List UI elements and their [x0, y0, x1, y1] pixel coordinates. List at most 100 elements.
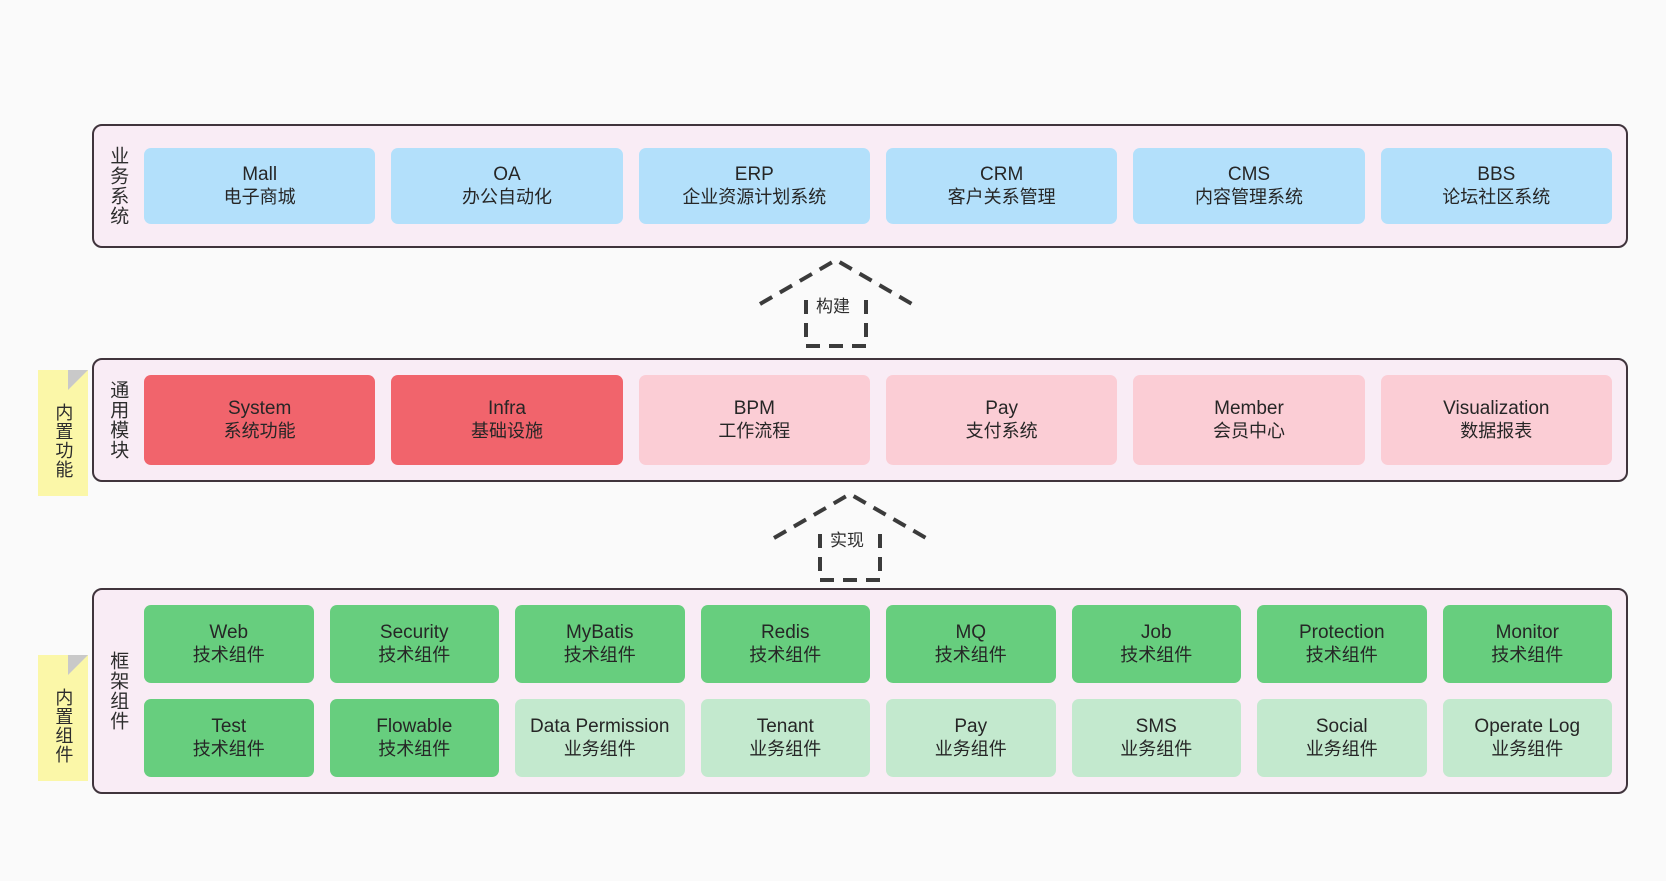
card-bbs[interactable]: BBS 论坛社区系统: [1380, 148, 1612, 224]
card-bpm[interactable]: BPM 工作流程: [638, 375, 870, 465]
card-subtitle: 技术组件: [192, 738, 265, 759]
sticky-note-label: 内置组件: [53, 688, 74, 764]
layer-common-modules: 通用模块 System 系统功能 Infra 基础设施 BPM 工作流程 Pay…: [92, 358, 1628, 482]
card-subtitle: 基础设施: [470, 420, 543, 441]
card-title: Social: [1315, 716, 1368, 738]
card-pay[interactable]: Pay 支付系统: [885, 375, 1118, 465]
card-title: Web: [209, 622, 249, 644]
card-subtitle: 技术组件: [1120, 644, 1193, 665]
card-subtitle: 业务组件: [934, 738, 1007, 759]
card-title: Pay: [985, 398, 1019, 420]
card-subtitle: 业务组件: [1120, 738, 1193, 759]
layer-common-modules-body: System 系统功能 Infra 基础设施 BPM 工作流程 Pay 支付系统…: [140, 360, 1626, 480]
card-oa[interactable]: OA 办公自动化: [391, 148, 623, 224]
card-subtitle: 技术组件: [749, 644, 822, 665]
card-title: SMS: [1135, 716, 1177, 738]
folded-corner-icon: [68, 655, 88, 675]
card-title: CRM: [980, 164, 1024, 186]
card-title: MQ: [955, 622, 987, 644]
card-protection[interactable]: Protection 技术组件: [1257, 605, 1427, 683]
card-title: Test: [211, 716, 247, 738]
card-row: System 系统功能 Infra 基础设施 BPM 工作流程 Pay 支付系统…: [144, 375, 1612, 465]
card-title: BPM: [733, 398, 775, 420]
card-web[interactable]: Web 技术组件: [144, 605, 314, 683]
card-title: Operate Log: [1474, 716, 1581, 738]
connector-build: 构建: [752, 256, 920, 348]
card-flowable[interactable]: Flowable 技术组件: [329, 699, 499, 777]
card-job[interactable]: Job 技术组件: [1071, 605, 1241, 683]
connector-implement: 实现: [766, 490, 934, 582]
layer-business-systems: 业务系统 Mall 电子商城 OA 办公自动化 ERP 企业资源计划系统 CRM…: [92, 124, 1628, 248]
card-subtitle: 业务组件: [1305, 738, 1378, 759]
card-visualization[interactable]: Visualization 数据报表: [1380, 375, 1612, 465]
card-monitor[interactable]: Monitor 技术组件: [1442, 605, 1612, 683]
card-title: Redis: [760, 622, 810, 644]
card-social[interactable]: Social 业务组件: [1257, 699, 1427, 777]
card-subtitle: 技术组件: [934, 644, 1007, 665]
card-pay-business[interactable]: Pay 业务组件: [886, 699, 1056, 777]
card-row-business: Test 技术组件 Flowable 技术组件 Data Permission …: [144, 699, 1612, 777]
layer-framework-components-label: 框架组件: [107, 651, 129, 731]
card-mall[interactable]: Mall 电子商城: [144, 148, 376, 224]
card-subtitle: 工作流程: [718, 420, 791, 441]
card-title: Mall: [242, 164, 278, 186]
card-sms[interactable]: SMS 业务组件: [1071, 699, 1241, 777]
card-security[interactable]: Security 技术组件: [329, 605, 499, 683]
card-subtitle: 业务组件: [563, 738, 636, 759]
card-row: Mall 电子商城 OA 办公自动化 ERP 企业资源计划系统 CRM 客户关系…: [144, 148, 1612, 224]
card-title: OA: [493, 164, 521, 186]
card-crm[interactable]: CRM 客户关系管理: [885, 148, 1118, 224]
layer-business-systems-body: Mall 电子商城 OA 办公自动化 ERP 企业资源计划系统 CRM 客户关系…: [140, 126, 1626, 246]
card-title: ERP: [734, 164, 774, 186]
card-test[interactable]: Test 技术组件: [144, 699, 314, 777]
connector-implement-label: 实现: [828, 526, 866, 551]
card-title: Job: [1140, 622, 1172, 644]
card-subtitle: 业务组件: [1491, 738, 1564, 759]
sticky-note-label: 内置功能: [53, 403, 74, 479]
card-title: Monitor: [1495, 622, 1559, 644]
card-subtitle: 技术组件: [563, 644, 636, 665]
card-erp[interactable]: ERP 企业资源计划系统: [638, 148, 870, 224]
card-redis[interactable]: Redis 技术组件: [700, 605, 870, 683]
card-infra[interactable]: Infra 基础设施: [391, 375, 623, 465]
card-mybatis[interactable]: MyBatis 技术组件: [515, 605, 685, 683]
card-mq[interactable]: MQ 技术组件: [886, 605, 1056, 683]
generalization-arrow-icon: [758, 257, 914, 348]
card-cms[interactable]: CMS 内容管理系统: [1133, 148, 1365, 224]
connector-build-label: 构建: [814, 292, 852, 317]
card-title: Infra: [487, 398, 526, 420]
folded-corner-icon: [68, 370, 88, 390]
card-subtitle: 数据报表: [1460, 420, 1533, 441]
generalization-arrow-icon: [772, 491, 928, 582]
card-tenant[interactable]: Tenant 业务组件: [700, 699, 870, 777]
card-title: Tenant: [756, 716, 814, 738]
card-title: Member: [1214, 398, 1284, 420]
card-subtitle: 技术组件: [378, 738, 451, 759]
card-data-permission[interactable]: Data Permission 业务组件: [515, 699, 685, 777]
card-subtitle: 业务组件: [749, 738, 822, 759]
card-subtitle: 技术组件: [1305, 644, 1378, 665]
card-title: Pay: [954, 716, 988, 738]
card-title: MyBatis: [565, 622, 634, 644]
layer-common-modules-label: 通用模块: [107, 380, 129, 460]
card-subtitle: 技术组件: [1491, 644, 1564, 665]
card-subtitle: 技术组件: [192, 644, 265, 665]
card-subtitle: 论坛社区系统: [1442, 186, 1551, 207]
card-title: Security: [379, 622, 449, 644]
sticky-note-builtin-function: 内置功能: [38, 370, 88, 496]
card-subtitle: 支付系统: [965, 420, 1038, 441]
sticky-note-builtin-component: 内置组件: [38, 655, 88, 781]
card-system[interactable]: System 系统功能: [144, 375, 376, 465]
layer-framework-components: 框架组件 Web 技术组件 Security 技术组件 MyBatis 技术组件…: [92, 588, 1628, 794]
card-member[interactable]: Member 会员中心: [1133, 375, 1365, 465]
layer-framework-components-body: Web 技术组件 Security 技术组件 MyBatis 技术组件 Redi…: [140, 590, 1626, 792]
card-subtitle: 会员中心: [1212, 420, 1285, 441]
card-subtitle: 办公自动化: [461, 186, 552, 207]
layer-business-systems-label: 业务系统: [107, 146, 129, 226]
card-title: Flowable: [376, 716, 453, 738]
card-subtitle: 企业资源计划系统: [682, 186, 827, 207]
card-operate-log[interactable]: Operate Log 业务组件: [1442, 699, 1612, 777]
card-row-technical: Web 技术组件 Security 技术组件 MyBatis 技术组件 Redi…: [144, 605, 1612, 683]
card-title: Data Permission: [530, 716, 670, 738]
